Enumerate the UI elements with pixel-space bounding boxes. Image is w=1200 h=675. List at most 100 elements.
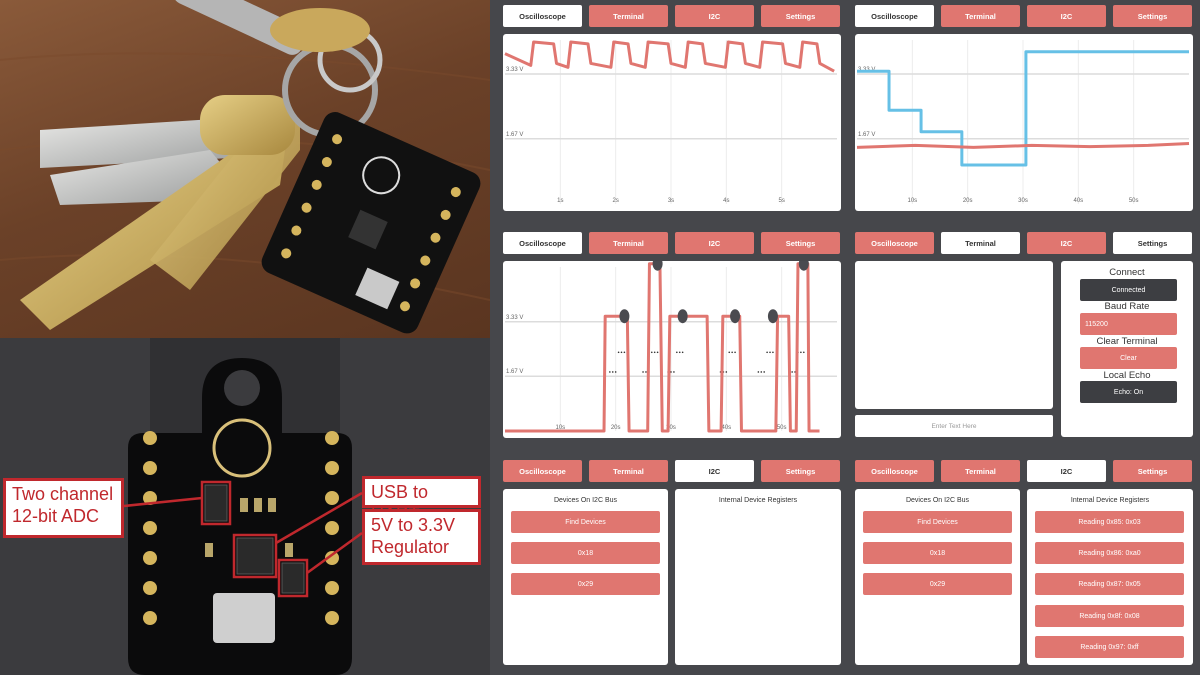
local-echo-label: Local Echo (1103, 370, 1151, 381)
find-devices-button[interactable]: Find Devices (863, 511, 1012, 533)
register-reading[interactable]: Reading 0x97: 0xff (1035, 636, 1184, 658)
trace-dot (623, 351, 626, 354)
x-tick-label: 4s (723, 198, 729, 204)
tab-settings[interactable]: Settings (1113, 232, 1192, 254)
trace-dot (681, 351, 684, 354)
tab-terminal[interactable]: Terminal (589, 232, 668, 254)
x-tick-label: 50s (777, 425, 787, 431)
echo-toggle-button[interactable]: Echo: On (1080, 381, 1177, 403)
i2c-devices-card: Devices On I2C Bus Find Devices 0x18 0x2… (503, 489, 668, 665)
register-reading[interactable]: Reading 0x87: 0x05 (1035, 573, 1184, 595)
cursor-marker (798, 261, 809, 271)
photo-keychain (0, 0, 490, 338)
tab-settings[interactable]: Settings (761, 232, 840, 254)
register-reading[interactable]: Reading 0x86: 0xa0 (1035, 542, 1184, 564)
trace-dot (670, 371, 672, 373)
tab-oscilloscope[interactable]: Oscilloscope (855, 5, 934, 27)
tab-bar: Oscilloscope Terminal I2C Settings (855, 460, 1193, 482)
x-tick-label: 2s (612, 198, 618, 204)
trace-dot (725, 371, 728, 373)
panel-terminal: Oscilloscope Terminal I2C Settings Enter… (855, 232, 1193, 444)
registers-title: Internal Device Registers (1070, 497, 1150, 504)
trace-dot (769, 351, 771, 354)
clear-button[interactable]: Clear (1080, 347, 1177, 369)
tab-terminal[interactable]: Terminal (941, 5, 1020, 27)
tab-oscilloscope[interactable]: Oscilloscope (503, 460, 582, 482)
find-devices-button[interactable]: Find Devices (511, 511, 660, 533)
tab-terminal[interactable]: Terminal (589, 460, 668, 482)
x-tick-label: 20s (963, 198, 973, 204)
tab-settings[interactable]: Settings (1113, 5, 1192, 27)
panel-i2c-2: Oscilloscope Terminal I2C Settings Devic… (855, 460, 1193, 672)
series-line (857, 50, 1189, 167)
tab-i2c[interactable]: I2C (1027, 5, 1106, 27)
tab-terminal[interactable]: Terminal (941, 460, 1020, 482)
devices-title: Devices On I2C Bus (553, 497, 618, 504)
tab-settings[interactable]: Settings (761, 5, 840, 27)
tab-i2c[interactable]: I2C (675, 5, 754, 27)
tab-i2c[interactable]: I2C (675, 232, 754, 254)
cursor-marker (619, 309, 630, 324)
trace-dot (678, 351, 681, 354)
trace-dot (620, 351, 623, 354)
devices-title: Devices On I2C Bus (905, 497, 970, 504)
trace-dot (728, 351, 731, 354)
device-button[interactable]: 0x18 (863, 542, 1012, 564)
i2c-registers-card: Internal Device Registers (675, 489, 841, 665)
baud-rate-input[interactable]: 115200 (1080, 313, 1177, 335)
terminal-output (855, 261, 1053, 409)
x-tick-label: 10s (907, 198, 917, 204)
register-reading[interactable]: Reading 0x85: 0x03 (1035, 511, 1184, 533)
registers-title: Internal Device Registers (718, 497, 798, 504)
tab-terminal[interactable]: Terminal (589, 5, 668, 27)
cursor-marker (652, 261, 663, 271)
tab-oscilloscope[interactable]: Oscilloscope (855, 460, 934, 482)
trace-dot (731, 351, 733, 354)
x-tick-label: 10s (555, 425, 565, 431)
y-tick-label: 1.67 V (506, 132, 523, 138)
tab-i2c[interactable]: I2C (1027, 232, 1106, 254)
tab-bar: Oscilloscope Terminal I2C Settings (503, 460, 841, 482)
device-button[interactable]: 0x29 (863, 573, 1012, 595)
x-tick-label: 20s (611, 425, 621, 431)
trace-dot (772, 351, 774, 354)
clear-terminal-label: Clear Terminal (1096, 336, 1158, 347)
y-tick-label: 3.33 V (506, 67, 523, 73)
trace-dot (609, 371, 611, 373)
x-tick-label: 5s (778, 198, 784, 204)
x-tick-label: 30s (666, 425, 676, 431)
label-adc: Two channel 12-bit ADC (3, 478, 124, 538)
connect-label: Connect (1109, 267, 1145, 278)
tab-bar: Oscilloscope Terminal I2C Settings (855, 5, 1193, 27)
trace-dot (760, 371, 763, 373)
tab-settings[interactable]: Settings (1113, 460, 1192, 482)
x-tick-label: 40s (721, 425, 731, 431)
register-reading[interactable]: Reading 0x8f: 0x08 (1035, 605, 1184, 627)
tab-oscilloscope[interactable]: Oscilloscope (503, 5, 582, 27)
connect-button[interactable]: Connected (1080, 279, 1177, 301)
trace-dot (611, 371, 614, 373)
y-tick-label: 3.33 V (506, 315, 523, 321)
tab-bar: Oscilloscope Terminal I2C Settings (503, 232, 841, 254)
device-button[interactable]: 0x29 (511, 573, 660, 595)
device-button[interactable]: 0x18 (511, 542, 660, 564)
tab-oscilloscope[interactable]: Oscilloscope (855, 232, 934, 254)
terminal-input[interactable]: Enter Text Here (855, 415, 1053, 437)
series-line (856, 141, 1190, 149)
trace-dot (763, 371, 765, 373)
tab-terminal[interactable]: Terminal (941, 232, 1020, 254)
tab-i2c[interactable]: I2C (675, 460, 754, 482)
tab-i2c[interactable]: I2C (1027, 460, 1106, 482)
panel-oscilloscope-3: Oscilloscope Terminal I2C Settings 10s 20… (503, 232, 841, 444)
i2c-devices-card: Devices On I2C Bus Find Devices 0x18 0x2… (855, 489, 1020, 665)
tab-oscilloscope[interactable]: Oscilloscope (503, 232, 582, 254)
i2c-registers-card: Internal Device Registers Reading 0x85: … (1027, 489, 1193, 665)
terminal-settings: Connect Connected Baud Rate 115200 Clear… (1061, 261, 1193, 437)
tab-bar: Oscilloscope Terminal I2C Settings (503, 5, 841, 27)
tab-settings[interactable]: Settings (761, 460, 840, 482)
trace-dot (645, 371, 647, 373)
